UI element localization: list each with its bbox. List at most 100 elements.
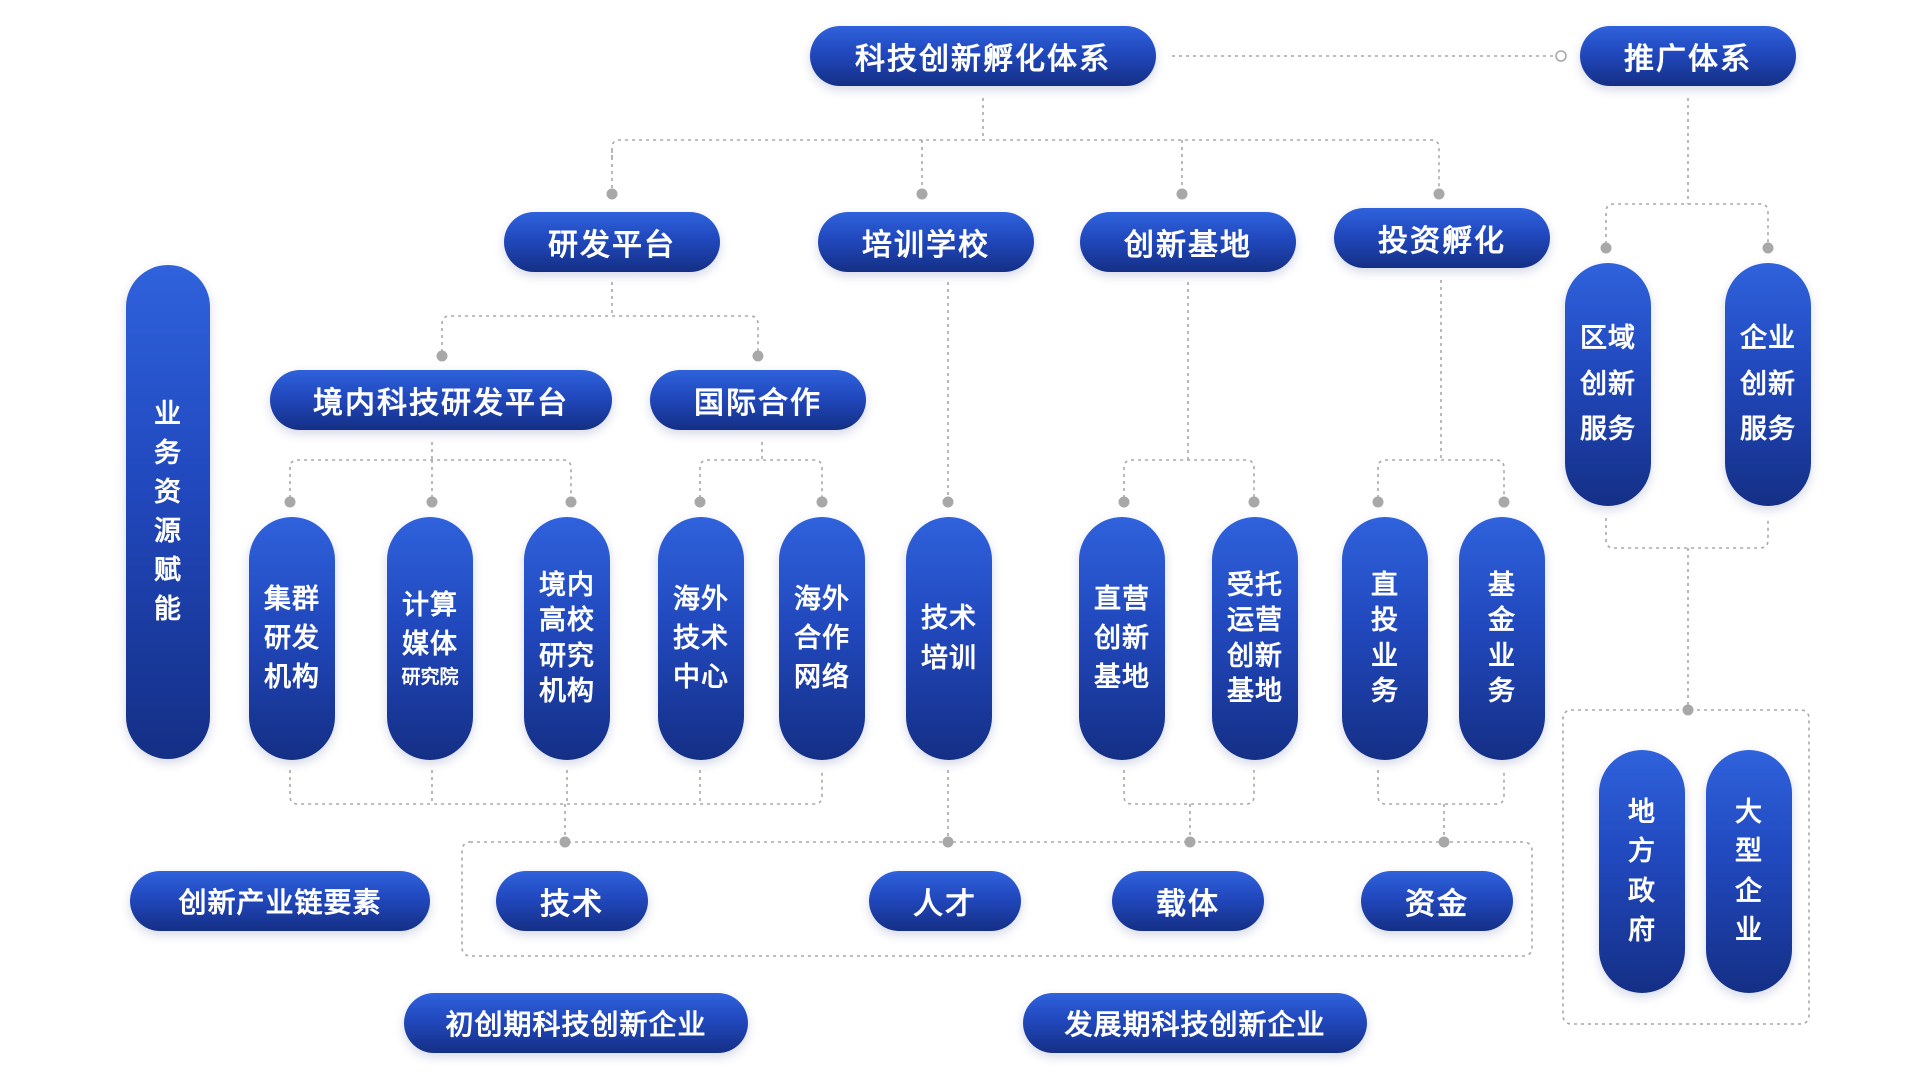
- node-text-line: 业: [1488, 640, 1516, 672]
- node-talent: 人才: [869, 871, 1021, 931]
- connector-dot: [1176, 188, 1188, 200]
- node-text-line: 大: [1735, 797, 1763, 829]
- node-regional-innovation-service: 区域 创新 服务: [1565, 263, 1651, 506]
- node-text-line: 机构: [264, 662, 320, 694]
- side-label-char: 赋: [154, 555, 182, 587]
- node-text-line: 运营: [1227, 605, 1283, 637]
- node-text-line: 业: [1735, 914, 1763, 946]
- node-carrier: 载体: [1112, 871, 1264, 931]
- node-text-line: 研究院: [401, 665, 459, 688]
- node-growth-stage-enterprise: 发展期科技创新企业: [1023, 993, 1367, 1053]
- node-overseas-cooperation-network: 海外 合作 网络: [779, 517, 865, 760]
- node-enterprise-innovation-service: 企业 创新 服务: [1725, 263, 1811, 506]
- node-text-line: 网络: [794, 662, 850, 694]
- node-text-line: 高校: [539, 605, 595, 637]
- connector-intl-bus: [699, 459, 823, 498]
- chain-elements-frame: [461, 841, 1533, 957]
- connector-branches-bus: [611, 139, 1440, 190]
- node-text-line: 技术: [921, 603, 977, 635]
- node-capital: 资金: [1361, 871, 1513, 931]
- node-business-resource-empowerment: 业 务 资 源 赋 能: [126, 265, 210, 759]
- node-text-line: 技术: [673, 622, 729, 654]
- connector-dot: [916, 188, 928, 200]
- node-text-line: 方: [1628, 836, 1656, 868]
- connector-rd-bus: [441, 315, 759, 352]
- node-text-line: 务: [1371, 675, 1399, 707]
- node-text-line: 受托: [1227, 570, 1283, 602]
- connector-dot: [1600, 242, 1612, 254]
- node-text-line: 服务: [1740, 414, 1796, 446]
- connector-dot: [752, 350, 764, 362]
- connector-dot: [284, 496, 296, 508]
- node-text-line: 研究: [539, 640, 595, 672]
- side-label-char: 资: [154, 476, 182, 508]
- node-promotion-system: 推广体系: [1580, 26, 1796, 86]
- node-text-line: 基: [1488, 570, 1516, 602]
- connector-dot: [1184, 836, 1196, 848]
- node-cluster-rd-institution: 集群 研发 机构: [249, 517, 335, 760]
- connector-dot: [1682, 704, 1694, 716]
- node-text-line: 创新: [1094, 622, 1150, 654]
- node-text-line: 区域: [1580, 322, 1636, 354]
- connector-dot: [436, 350, 448, 362]
- connector-services-bottom: [1605, 518, 1769, 549]
- connector-dot: [1433, 188, 1445, 200]
- connector-dot: [816, 496, 828, 508]
- node-text-line: 集群: [264, 583, 320, 615]
- node-text-line: 海外: [794, 583, 850, 615]
- connector-dot: [1248, 496, 1260, 508]
- connector-invest-bus: [1377, 459, 1505, 498]
- node-text-line: 务: [1488, 675, 1516, 707]
- side-label-char: 业: [154, 398, 182, 430]
- connector-base-leaves-bottom: [1123, 770, 1255, 805]
- node-text-line: 服务: [1580, 414, 1636, 446]
- connector-dot: [1762, 242, 1774, 254]
- connector-dot: [694, 496, 706, 508]
- node-computing-media-institute: 计算 媒体 研究院: [387, 517, 473, 760]
- side-label-char: 源: [154, 516, 182, 547]
- connector-base-bus: [1123, 459, 1255, 498]
- connector-dot: [606, 188, 618, 200]
- node-text-line: 业: [1371, 640, 1399, 672]
- connector-promo-bus: [1605, 203, 1769, 244]
- connector-rd-leaves-bottom: [289, 770, 823, 805]
- node-text-line: 府: [1628, 914, 1656, 946]
- connector-dot: [565, 496, 577, 508]
- node-domestic-rd-platform: 境内科技研发平台: [270, 370, 612, 430]
- connector-domestic-bus: [289, 459, 572, 498]
- node-text-line: 创新: [1580, 368, 1636, 400]
- connector-dot: [1498, 496, 1510, 508]
- node-text-line: 中心: [673, 662, 729, 694]
- node-text-line: 境内: [539, 570, 595, 602]
- node-text-line: 培训: [921, 642, 977, 674]
- node-text-line: 合作: [794, 622, 850, 654]
- node-training-school: 培训学校: [818, 212, 1034, 272]
- connector-dot: [1555, 50, 1567, 62]
- node-text-line: 创新: [1227, 640, 1283, 672]
- side-label-char: 能: [154, 594, 182, 626]
- node-text-line: 创新: [1740, 368, 1796, 400]
- node-incubation-system: 科技创新孵化体系: [810, 26, 1156, 86]
- side-label-char: 务: [154, 437, 182, 469]
- node-overseas-tech-center: 海外 技术 中心: [658, 517, 744, 760]
- node-international-cooperation: 国际合作: [650, 370, 866, 430]
- connector-dot: [559, 836, 571, 848]
- node-text-line: 媒体: [402, 628, 458, 660]
- node-text-line: 海外: [673, 583, 729, 615]
- node-investment-incubation: 投资孵化: [1334, 208, 1550, 268]
- node-text-line: 地: [1628, 797, 1656, 829]
- node-text-line: 研发: [264, 622, 320, 654]
- node-domestic-university-institution: 境内 高校 研究 机构: [524, 517, 610, 760]
- partners-frame: [1562, 709, 1810, 1025]
- node-text-line: 基地: [1094, 662, 1150, 694]
- node-text-line: 企: [1735, 875, 1763, 907]
- node-text-line: 直营: [1094, 583, 1150, 615]
- connector-dot: [1118, 496, 1130, 508]
- node-early-stage-enterprise: 初创期科技创新企业: [404, 993, 748, 1053]
- node-text-line: 型: [1735, 836, 1763, 868]
- connector-invest-leaves-bottom: [1377, 770, 1505, 805]
- node-text-line: 企业: [1740, 322, 1796, 354]
- node-direct-investment: 直 投 业 务: [1342, 517, 1428, 760]
